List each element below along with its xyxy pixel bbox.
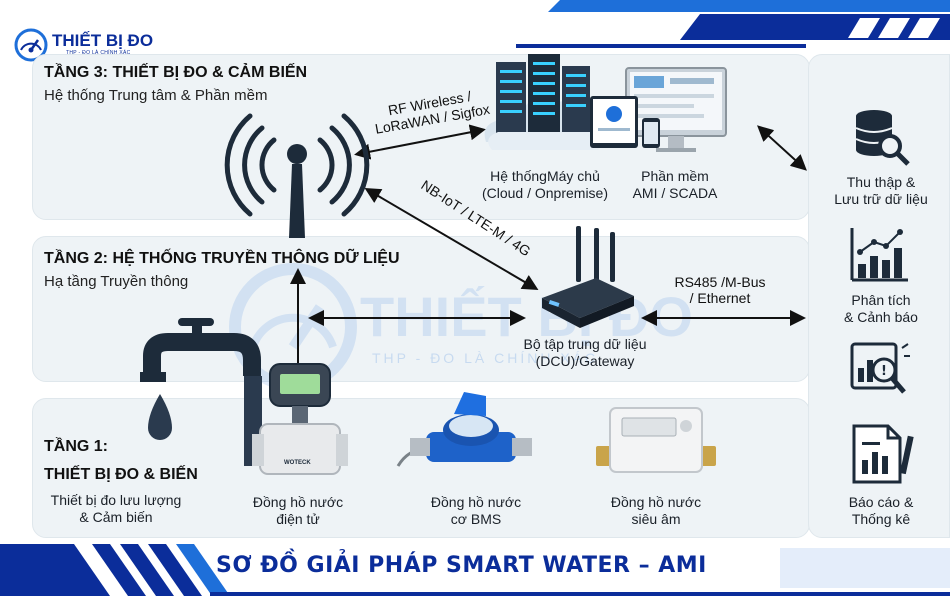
- meter-bms-label-line2: cơ BMS: [450, 511, 502, 527]
- dcu-label-line1: Bộ tập trung dữ liệu: [523, 336, 647, 352]
- tier1-subtitle-line2: & Cảm biến: [79, 509, 153, 525]
- meter-brand-label: WOTECK: [284, 460, 311, 466]
- meter-bms-label: Đồng hồ nước cơ BMS: [406, 494, 546, 528]
- gateway-router-icon: [542, 226, 634, 328]
- sidebar-report-label: Báo cáo & Thống kê: [822, 494, 940, 528]
- rs485-link-label-line1: RS485 /M-Bus: [674, 274, 766, 290]
- database-search-icon: [855, 110, 910, 166]
- mechanical-bms-meter-icon: [396, 392, 532, 467]
- sidebar-analyze-label: Phân tích & Cảnh báo: [822, 292, 940, 326]
- nbiot-arrow: [364, 187, 539, 291]
- ultrasonic-meter-icon: [596, 407, 716, 473]
- tier2-subtitle: Hạ tầng Truyền thông: [44, 273, 189, 290]
- meter-bms-label-line1: Đồng hồ nước: [430, 494, 522, 510]
- watermark-tagline: THP - ĐO LÀ CHÍNH XÁC: [372, 350, 599, 366]
- tier1-subtitle-line1: Thiết bị đo lưu lượng: [50, 492, 182, 508]
- meter-ultrasonic-label-line1: Đồng hồ nước: [610, 494, 702, 510]
- server-label-line1: Hệ thốngMáy chủ: [490, 168, 600, 184]
- water-faucet-icon: [140, 318, 262, 466]
- tier1-subtitle: Thiết bị đo lưu lượng & Cảm biến: [36, 492, 196, 526]
- server-cloud-icon: [484, 54, 604, 150]
- tier2-title: TẦNG 2: HỆ THỐNG TRUYỀN THÔNG DỮ LIỆU: [44, 250, 400, 267]
- rf-arrow: [354, 124, 486, 160]
- brand-logo: THIẾT BỊ ĐO THP - ĐO LÀ CHÍNH XÁC: [14, 28, 164, 64]
- server-label-line2: (Cloud / Onpremise): [481, 185, 609, 201]
- rs485-link-label-line2: / Ethernet: [689, 290, 751, 306]
- software-label-line1: Phần mềm: [641, 168, 709, 184]
- dcu-label-line2: (DCU)/Gateway: [535, 353, 635, 369]
- scada-monitor-icon: [590, 67, 727, 152]
- report-analysis-icon: !: [850, 342, 910, 394]
- brand-name: THIẾT BỊ ĐO: [52, 31, 154, 50]
- software-sidebar-arrow: [757, 125, 807, 171]
- svg-text:!: !: [881, 364, 887, 379]
- meter-electronic-label: Đồng hồ nước điện tử: [228, 494, 368, 528]
- tier3-subtitle: Hệ thống Trung tâm & Phần mềm: [44, 87, 268, 104]
- sidebar-collect-line2: Lưu trữ dữ liệu: [834, 191, 928, 207]
- sidebar-analyze-line2: & Cảnh báo: [844, 309, 918, 325]
- meter-electronic-label-line1: Đồng hồ nước: [252, 494, 344, 510]
- software-label-line2: AMI / SCADA: [632, 185, 718, 201]
- software-label: Phần mềm AMI / SCADA: [620, 168, 730, 202]
- rs485-link-label: RS485 /M-Bus / Ethernet: [650, 274, 790, 306]
- tier1-title-line2: THIẾT BỊ ĐO & BIẾN: [44, 466, 198, 483]
- top-stripes-decoration: [516, 0, 950, 48]
- tier1-title-line1: TẦNG 1:: [44, 438, 108, 455]
- sidebar-analyze-line1: Phân tích: [851, 292, 911, 308]
- brand-tagline: THP - ĐO LÀ CHÍNH XÁC: [66, 50, 131, 56]
- server-label: Hệ thốngMáy chủ (Cloud / Onpremise): [470, 168, 620, 202]
- tier3-title: TẦNG 3: THIẾT BỊ ĐO & CẢM BIẾN: [44, 64, 308, 81]
- sidebar-report-line1: Báo cáo &: [848, 494, 914, 510]
- sidebar-collect-line1: Thu thập &: [846, 174, 916, 190]
- banner-title: SƠ ĐỒ GIẢI PHÁP SMART WATER – AMI: [216, 553, 707, 578]
- electronic-water-meter-icon: [252, 363, 348, 475]
- sidebar-report-line2: Thống kê: [851, 511, 911, 527]
- bottom-banner-decoration: [0, 544, 950, 596]
- meter-ultrasonic-label: Đồng hồ nước siêu âm: [586, 494, 726, 528]
- dcu-label: Bộ tập trung dữ liệu (DCU)/Gateway: [500, 336, 670, 370]
- meter-electronic-label-line2: điện tử: [276, 511, 320, 527]
- antenna-tower-icon: [224, 113, 370, 238]
- gauge-icon: [14, 28, 48, 62]
- report-document-icon: [852, 424, 914, 484]
- sidebar-collect-label: Thu thập & Lưu trữ dữ liệu: [822, 174, 940, 208]
- analytics-chart-icon: [850, 228, 908, 282]
- meter-ultrasonic-label-line2: siêu âm: [631, 511, 681, 527]
